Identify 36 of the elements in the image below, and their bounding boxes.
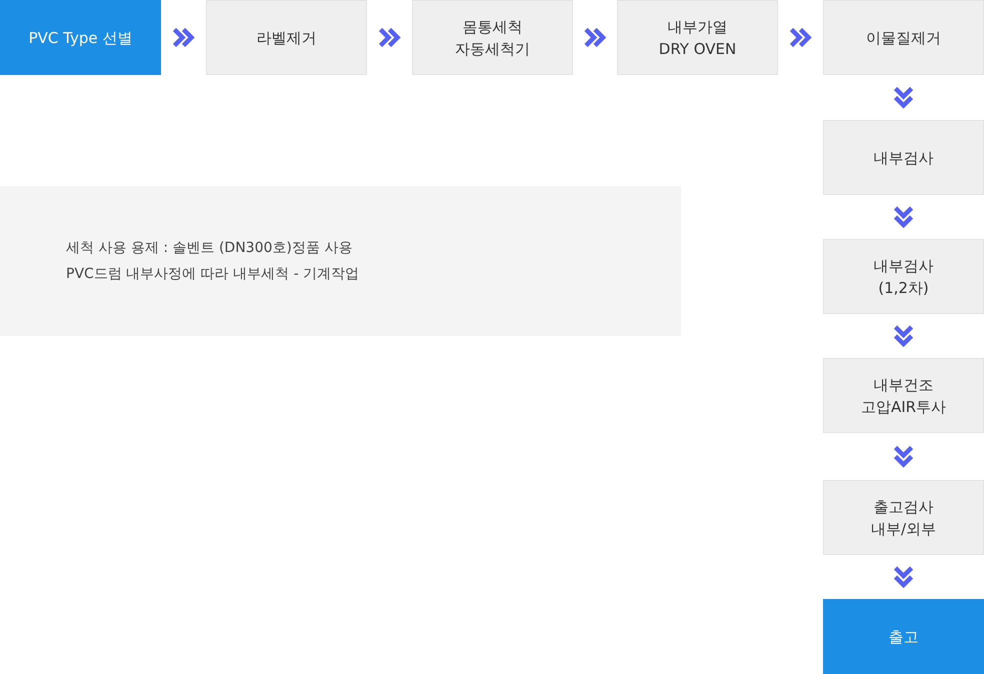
process-box: [823, 599, 984, 674]
step-label: 출고검사: [874, 496, 934, 518]
double-chevron-arrow: [893, 324, 914, 348]
double-chevron-arrow: [893, 206, 914, 228]
double-chevron-arrow: [893, 86, 914, 109]
step-label: (1,2차): [878, 278, 929, 298]
double-chevron-arrow: [584, 27, 606, 48]
double-chevron-arrow: [789, 27, 812, 48]
step-label: 내부/외부: [870, 518, 936, 540]
process-box: [0, 0, 161, 75]
step-label: 이물질제거: [866, 28, 941, 48]
process-box: [823, 0, 984, 75]
note-text: 세척 사용 용제 : 솔벤트 (DN300호)정품 사용: [66, 239, 352, 258]
step-label: 자동세척기: [455, 38, 530, 60]
process-box: [412, 0, 573, 75]
step-label: 라벨제거: [256, 28, 316, 48]
double-chevron-arrow: [893, 566, 914, 588]
process-box: [823, 358, 984, 433]
double-chevron-arrow: [172, 27, 195, 48]
step-label: PVC Type 선별: [28, 28, 132, 48]
process-box: [206, 0, 367, 75]
step-label: 내부검사: [874, 148, 934, 168]
note-text: PVC드럼 내부사정에 따라 내부세척 - 기계작업: [66, 265, 360, 284]
step-label: 몸통세척: [462, 16, 522, 38]
process-box: [823, 239, 984, 314]
process-box: [823, 480, 984, 555]
step-label: DRY OVEN: [658, 38, 736, 60]
step-label: 내부검사: [874, 256, 934, 276]
process-box: [823, 120, 984, 195]
step-label: 내부건조: [874, 374, 934, 396]
double-chevron-arrow: [378, 27, 401, 48]
process-box: [617, 0, 778, 75]
step-label: 고압AIR투사: [860, 396, 946, 418]
step-label: 내부가열: [668, 16, 728, 38]
double-chevron-arrow: [893, 445, 914, 468]
step-label: 출고: [888, 626, 918, 648]
